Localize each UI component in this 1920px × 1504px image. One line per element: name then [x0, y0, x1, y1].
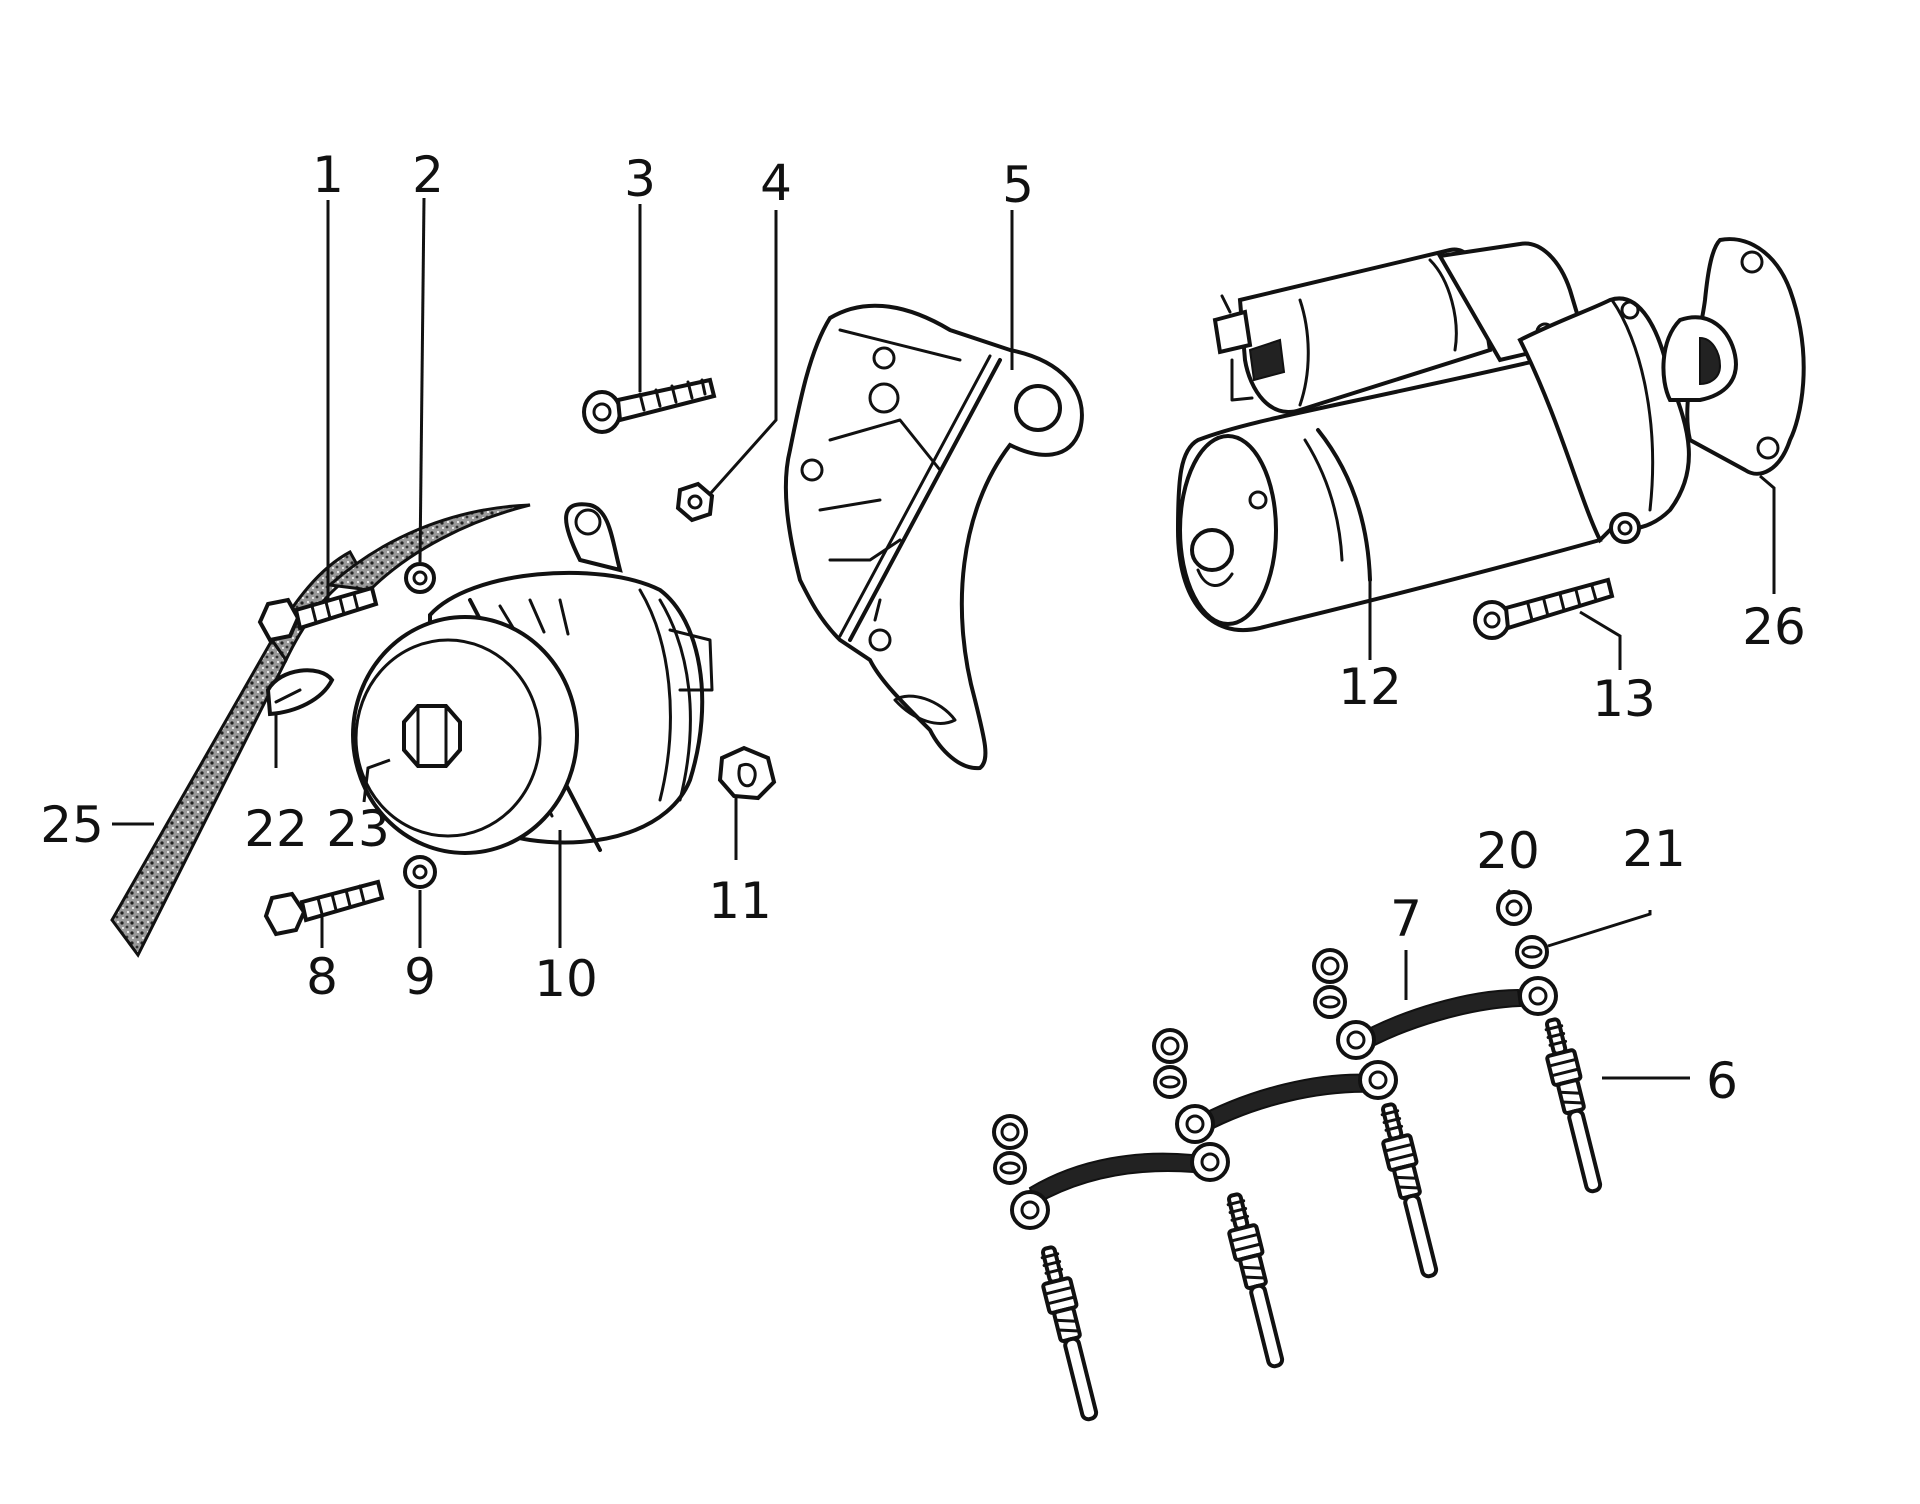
- callout-23: 23: [326, 800, 390, 858]
- bolt-part-8: [263, 879, 385, 937]
- bolt-part-1: [257, 585, 379, 643]
- alternator-part-10: [351, 502, 714, 855]
- starter-motor-part-12: [1175, 241, 1691, 633]
- callout-20: 20: [1476, 822, 1540, 880]
- callout-3: 3: [624, 150, 656, 208]
- callout-10: 10: [534, 950, 598, 1008]
- callout-2: 2: [412, 146, 444, 204]
- callout-5: 5: [1002, 156, 1034, 214]
- callout-11: 11: [708, 872, 772, 930]
- leader-lines: [112, 197, 1776, 1080]
- callout-labels: 1 2 3 4 5 6 7 8 9 10 11 12 13 20 21 22 2…: [40, 146, 1806, 1110]
- callout-6: 6: [1706, 1052, 1738, 1110]
- callout-25: 25: [40, 796, 104, 854]
- callout-13: 13: [1592, 670, 1656, 728]
- bolt-part-3: [582, 377, 717, 434]
- callout-26: 26: [1742, 598, 1806, 656]
- callout-12: 12: [1338, 658, 1402, 716]
- callout-1: 1: [312, 146, 344, 204]
- flange-part-26: [1661, 237, 1806, 476]
- nut-part-4: [675, 481, 715, 523]
- callout-21: 21: [1622, 820, 1686, 878]
- glow-plug-assembly: [992, 890, 1611, 1425]
- bolt-part-13: [1473, 577, 1615, 640]
- nut-part-11: [717, 745, 777, 801]
- callout-9: 9: [404, 948, 436, 1006]
- callout-8: 8: [306, 948, 338, 1006]
- clip-part-22: [265, 668, 335, 717]
- washer-part-9: [403, 855, 437, 889]
- washer-part-2: [404, 562, 436, 594]
- bracket-part-5: [783, 303, 1084, 771]
- callout-7: 7: [1390, 890, 1422, 948]
- callout-22: 22: [244, 800, 308, 858]
- callout-4: 4: [760, 154, 792, 212]
